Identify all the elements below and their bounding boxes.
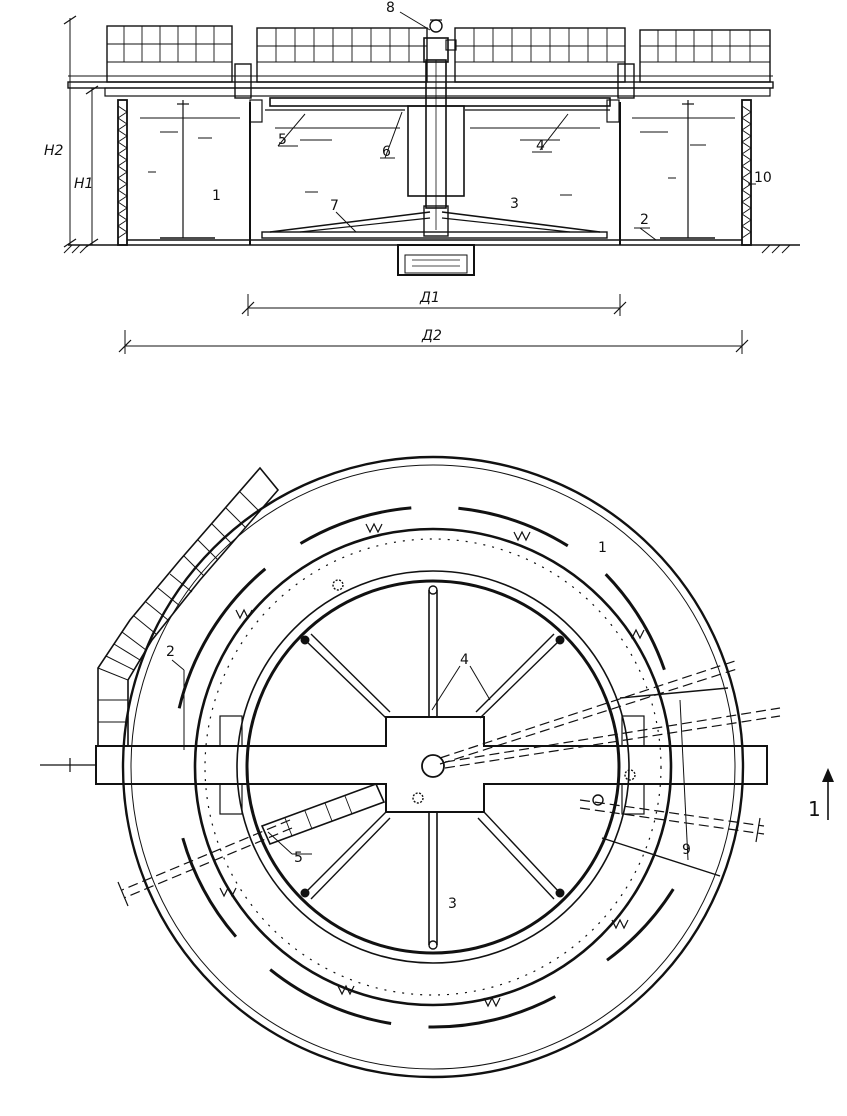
sludge-pit: [397, 244, 475, 276]
plan-central-shaft: [421, 754, 445, 778]
section-callout-7: 7: [330, 198, 339, 214]
section-callout-10: 10: [754, 170, 772, 186]
dim-label-h1: H1: [74, 176, 93, 192]
plan-trough-outer: [236, 570, 630, 964]
plan-baffle-segments: [177, 506, 675, 1029]
bridge-railing-right: [639, 29, 771, 83]
bridge-walkway: [67, 75, 774, 97]
plan-section-lines: [601, 687, 729, 877]
bridge-railing-center-left: [256, 27, 428, 83]
section-callout-2: 2: [640, 212, 649, 228]
outer-wall-left: [117, 99, 128, 246]
plan-vent-symbols: [332, 579, 636, 806]
section-callout-3: 3: [510, 196, 519, 212]
bridge-railing-center-right: [454, 27, 626, 83]
scraper-arms: [261, 205, 608, 239]
plan-external-stair: [97, 466, 280, 746]
water-level-marks: [140, 117, 735, 196]
section-callout-4: 4: [536, 138, 545, 154]
section-callout-8: 8: [386, 0, 395, 16]
section-view: H2 H1 Д1 Д2: [44, 0, 800, 354]
plan-spring-symbols: [219, 522, 645, 1008]
diameter-dimension-d2: [118, 330, 749, 354]
ground-line: [63, 244, 800, 254]
plan-callout-9: 9: [682, 842, 691, 858]
section-callout-5: 5: [278, 132, 287, 148]
plan-bridge: [40, 716, 768, 813]
bridge-supports: [234, 63, 635, 123]
section-callout-6: 6: [382, 144, 391, 160]
plan-annulus-inner: [204, 538, 662, 996]
plan-callout-1: 1: [598, 540, 607, 556]
plan-bridge-bearings: [219, 715, 645, 815]
section-leaders: [277, 11, 756, 241]
drive-unit: [423, 19, 457, 63]
plan-callout-2: 2: [166, 644, 175, 660]
dim-label-d2: Д2: [421, 328, 442, 344]
plan-annulus-outer: [193, 527, 673, 1007]
plan-scraper-arms: [300, 585, 565, 950]
bridge-railing-left: [106, 25, 233, 83]
plan-inlet-pipes: [117, 659, 781, 907]
plan-outer-wall-inner: [130, 464, 736, 1070]
plan-sludge-chute: [260, 782, 386, 846]
collection-trough: [265, 97, 611, 111]
diameter-dimension-d1: [241, 294, 627, 316]
height-dimensions: [63, 15, 99, 248]
outer-wall-right: [741, 99, 752, 246]
plan-view: 1 1 2 3 4 5 9: [40, 455, 834, 1079]
central-column: [407, 59, 465, 230]
plan-callout-5: 5: [294, 850, 303, 866]
chamber-rods: [160, 100, 715, 239]
plan-callout-4: 4: [460, 652, 469, 668]
plan-leaders: [171, 659, 491, 855]
plan-section-mark: 1: [808, 797, 821, 821]
dim-label-h2: H2: [44, 143, 64, 159]
plan-outer-wall: [121, 455, 745, 1079]
plan-trough-inner: [245, 579, 621, 955]
dim-label-d1: Д1: [419, 290, 440, 306]
section-callout-1: 1: [212, 188, 221, 204]
plan-section-arrow: [822, 768, 834, 820]
plan-callout-3: 3: [448, 896, 457, 912]
